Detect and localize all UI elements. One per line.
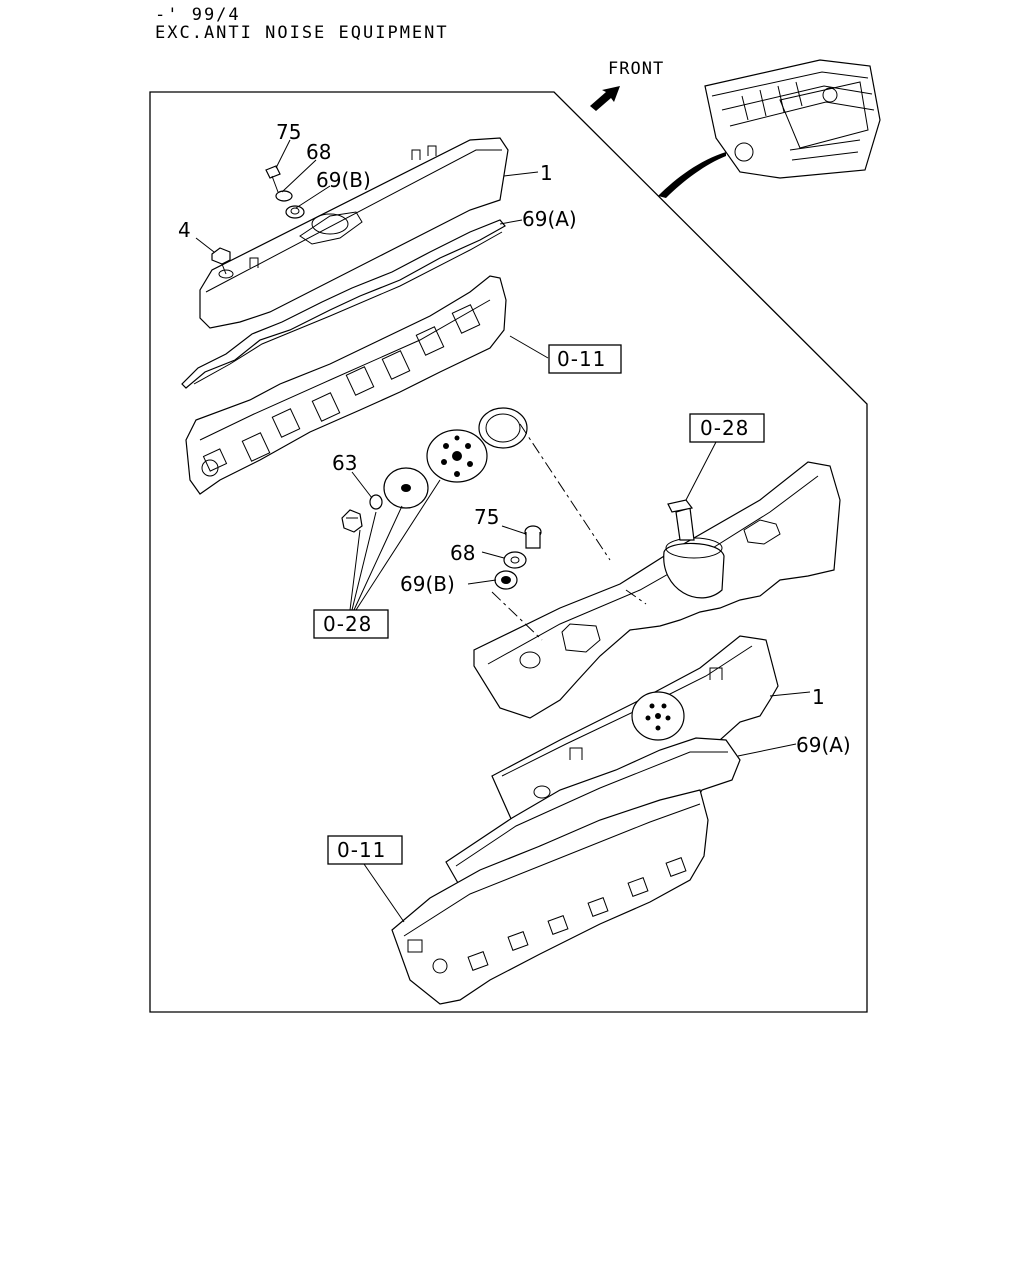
callout-69b-top: 69(B) bbox=[316, 168, 371, 192]
svg-text:0-11: 0-11 bbox=[337, 838, 386, 862]
svg-text:0-28: 0-28 bbox=[700, 416, 749, 440]
engine-thumbnail bbox=[704, 59, 881, 179]
callout-69a-top: 69(A) bbox=[522, 207, 577, 231]
callout-68-top: 68 bbox=[306, 140, 331, 164]
callout-75-mid: 75 bbox=[474, 505, 499, 529]
thumbnail-pointer bbox=[658, 152, 726, 198]
callout-63: 63 bbox=[332, 451, 357, 475]
seal-63 bbox=[369, 494, 383, 510]
front-arrow-icon bbox=[590, 86, 620, 111]
breather-assembly bbox=[663, 499, 725, 599]
filler-nut bbox=[341, 509, 363, 533]
cylinder-head-bottom bbox=[391, 789, 709, 1005]
callout-68-mid: 68 bbox=[450, 541, 475, 565]
seal-69b-top bbox=[285, 205, 305, 219]
bolt-75-mid bbox=[524, 525, 542, 549]
washer-68-top bbox=[275, 190, 293, 202]
callout-1-top: 1 bbox=[540, 161, 553, 185]
diagram-frame bbox=[149, 91, 868, 1013]
front-label: FRONT bbox=[608, 59, 664, 79]
header-variant: EXC.ANTI NOISE EQUIPMENT bbox=[155, 23, 449, 43]
callout-1-bottom: 1 bbox=[812, 685, 825, 709]
callout-4-top: 4 bbox=[178, 218, 191, 242]
oil-filler-plate bbox=[426, 429, 488, 483]
rocker-cover-top bbox=[199, 137, 509, 329]
breather-plate-bottom bbox=[631, 691, 685, 741]
ref-box-0-11-bottom: 0-11 bbox=[327, 835, 403, 865]
washer-68-mid bbox=[503, 551, 527, 569]
svg-text:0-28: 0-28 bbox=[323, 612, 372, 636]
svg-text:0-11: 0-11 bbox=[557, 347, 606, 371]
header-date-range: -' 99/4 bbox=[155, 5, 241, 25]
ref-box-0-28-right: 0-28 bbox=[689, 413, 765, 443]
callout-75-top: 75 bbox=[276, 120, 301, 144]
ref-box-0-28-left: 0-28 bbox=[313, 609, 389, 639]
callout-69a-bottom: 69(A) bbox=[796, 733, 851, 757]
bolt-75-top bbox=[265, 165, 281, 193]
callout-69b-mid: 69(B) bbox=[400, 572, 455, 596]
ref-box-0-11-top: 0-11 bbox=[548, 344, 622, 374]
cylinder-head-top bbox=[185, 275, 507, 495]
head-cover-gasket-top bbox=[181, 219, 506, 389]
nut-4-top bbox=[211, 247, 234, 279]
